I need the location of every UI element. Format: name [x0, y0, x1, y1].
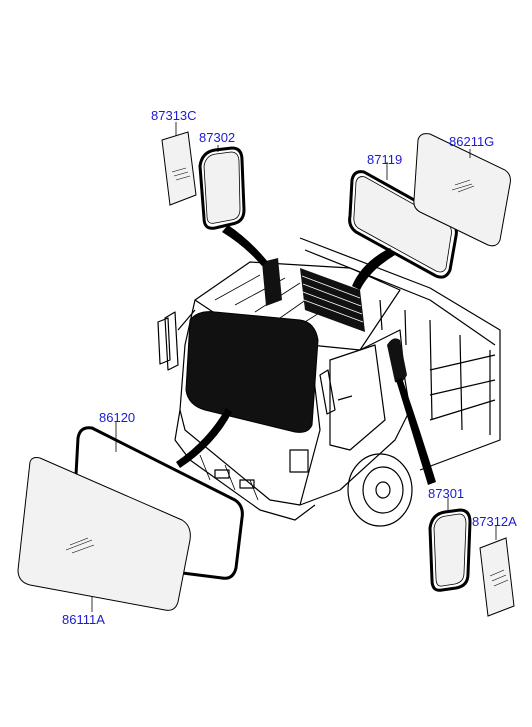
callout-86211g: 86211G	[449, 134, 495, 149]
part-86211g-glass	[413, 133, 511, 247]
part-87119-seal	[348, 170, 458, 279]
callout-87302: 87302	[199, 130, 236, 145]
truck-cab	[157, 237, 501, 527]
part-87302-seal	[198, 146, 246, 230]
roof-window-right	[300, 268, 365, 332]
part-87313c-glass	[161, 131, 197, 206]
callout-87301: 87301	[428, 486, 465, 501]
callout-87119: 87119	[367, 152, 403, 167]
part-87301-seal	[428, 508, 472, 592]
callout-86120: 86120	[99, 410, 136, 425]
leader-strokes	[176, 225, 436, 485]
callout-87312a: 87312A	[472, 514, 517, 529]
windshield-shape	[185, 311, 319, 433]
part-87312a-glass	[479, 537, 515, 617]
roof-window-stripes	[301, 275, 364, 323]
leader-lines	[91, 122, 497, 612]
part-86111a-glass	[17, 457, 191, 611]
roof-window-left	[262, 258, 282, 306]
rear-side-window	[387, 338, 407, 383]
callout-86111a: 86111A	[62, 612, 105, 627]
callout-87313c: 87313C	[151, 108, 197, 123]
